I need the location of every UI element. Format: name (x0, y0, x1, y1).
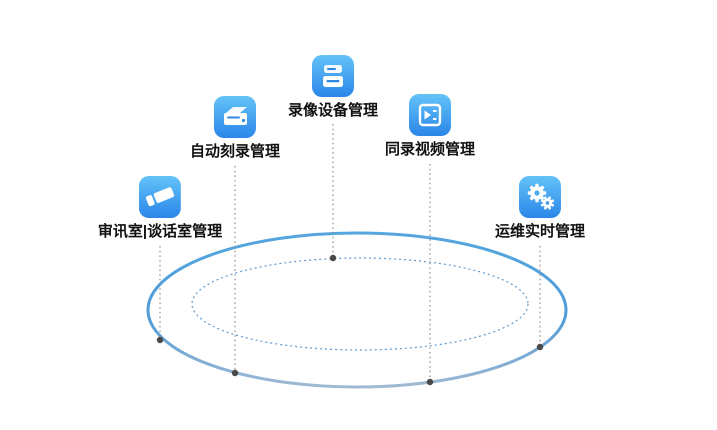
gears-icon[interactable] (518, 176, 561, 218)
connector-dot (231, 369, 239, 377)
feature-item-burn: 自动刻录管理 (190, 96, 280, 161)
inner-ellipse (191, 257, 529, 351)
feature-label: 同录视频管理 (384, 141, 476, 158)
feature-item-device: 录像设备管理 (288, 55, 378, 120)
interrogation-room-icon[interactable] (138, 176, 181, 218)
feature-label: 录像设备管理 (287, 102, 379, 119)
feature-label: 审讯室|谈话室管理 (97, 223, 223, 240)
connector-dot (426, 378, 434, 386)
feature-label: 运维实时管理 (494, 223, 586, 240)
feature-label: 自动刻录管理 (189, 143, 281, 160)
feature-item-video: 同录视频管理 (385, 94, 475, 159)
connector-dot (329, 254, 337, 262)
feature-item-room: 审讯室|谈话室管理 (98, 176, 222, 241)
outer-ellipse (146, 231, 568, 389)
feature-item-ops: 运维实时管理 (495, 176, 585, 241)
recording-device-icon[interactable] (311, 55, 354, 97)
sync-video-icon[interactable] (408, 94, 451, 136)
disc-burner-icon[interactable] (213, 96, 256, 138)
connector-dot (156, 336, 164, 344)
connector-dot (536, 343, 544, 351)
